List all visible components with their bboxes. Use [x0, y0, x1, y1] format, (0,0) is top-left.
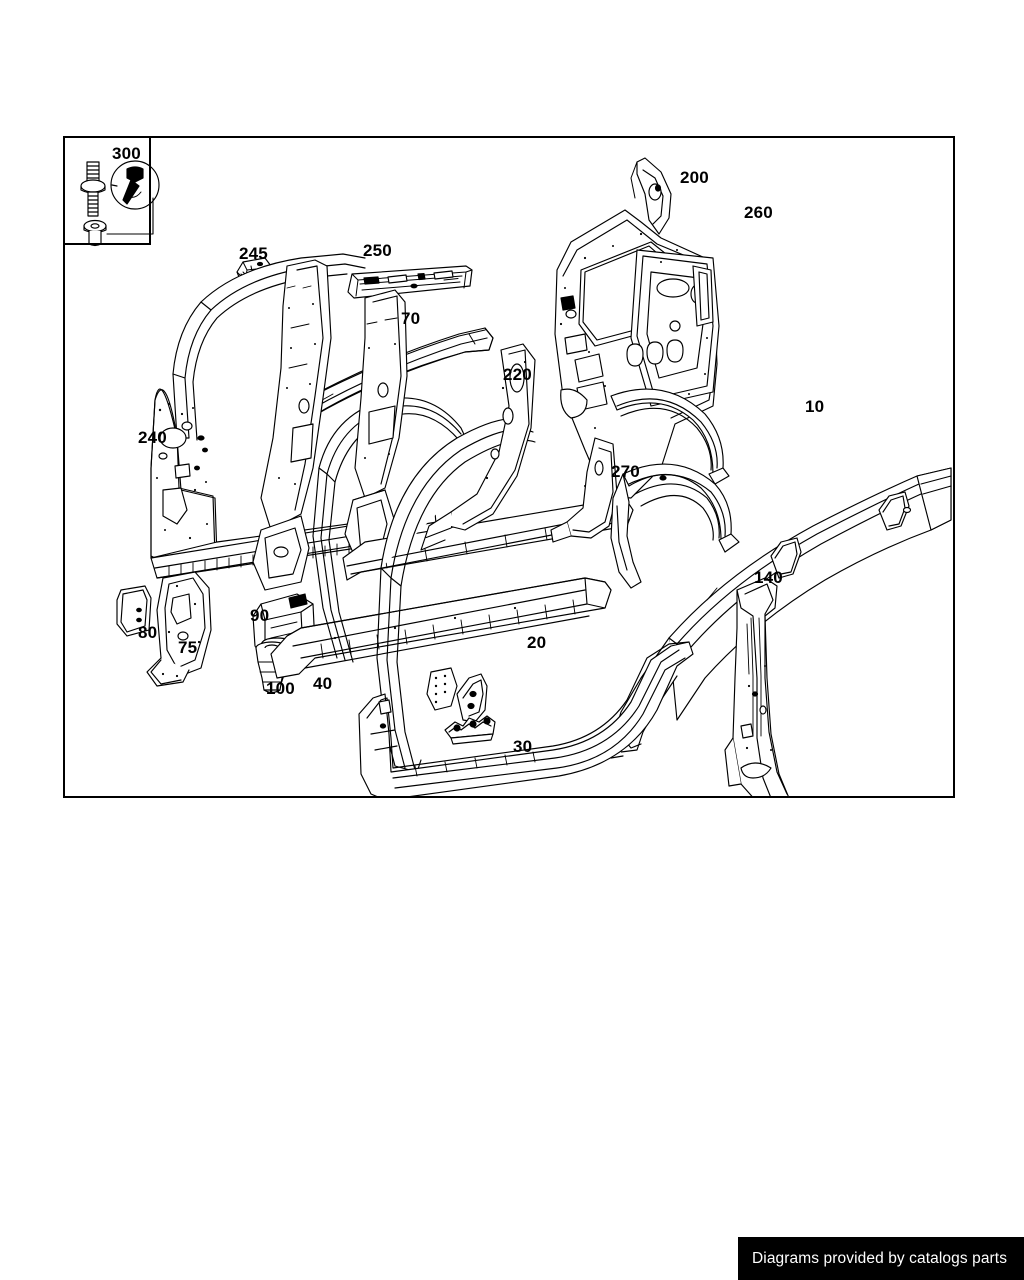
watermark-text: Diagrams provided by catalogs parts: [752, 1249, 1008, 1267]
label-40: 40: [313, 674, 333, 693]
label-30: 30: [513, 737, 533, 756]
label-260: 260: [744, 203, 773, 222]
label-300: 300: [112, 144, 141, 163]
label-70: 70: [401, 309, 421, 328]
label-245: 245: [239, 244, 268, 263]
part-220-c-pillar-reinforcement: [420, 343, 536, 551]
part-30-sill-clip-bracket: [444, 715, 496, 745]
label-250: 250: [363, 241, 392, 260]
label-75: 75: [178, 638, 198, 657]
diagram-frame: 300 245 250 70 200 260 240 220 10 270 14…: [63, 136, 955, 798]
label-10: 10: [805, 397, 825, 416]
label-20: 20: [527, 633, 547, 652]
part-40-rocker-panel-inner: [270, 577, 612, 679]
label-200: 200: [680, 168, 709, 187]
callout-inset-box: [65, 138, 151, 245]
part-200-260-rear-quarter: [550, 157, 730, 543]
part-250-roof-rail-reinforcement: [347, 265, 473, 299]
part-300-bolt-set: [80, 160, 160, 247]
part-270-wheel-arch-inner: [610, 463, 740, 589]
label-90: 90: [250, 606, 270, 625]
part-b-pillar-right-inner: [342, 289, 634, 581]
part-80-closing-plate: [116, 585, 152, 637]
label-220: 220: [503, 365, 532, 384]
label-240: 240: [138, 428, 167, 447]
label-140: 140: [754, 568, 783, 587]
label-80: 80: [138, 623, 158, 642]
label-100: 100: [266, 679, 295, 698]
part-20-rocker-panel-outer: [358, 641, 694, 796]
part-140-b-pillar-outer: [724, 577, 789, 796]
watermark-banner: Diagrams provided by catalogs parts: [738, 1237, 1024, 1280]
parts-line-art: [80, 157, 952, 796]
label-270: 270: [611, 462, 640, 481]
part-75-a-pillar-lower-bracket: [146, 571, 212, 687]
part-b-pillar-inner-center: [252, 259, 332, 591]
part-10-body-side-outer-frame: [604, 467, 952, 759]
